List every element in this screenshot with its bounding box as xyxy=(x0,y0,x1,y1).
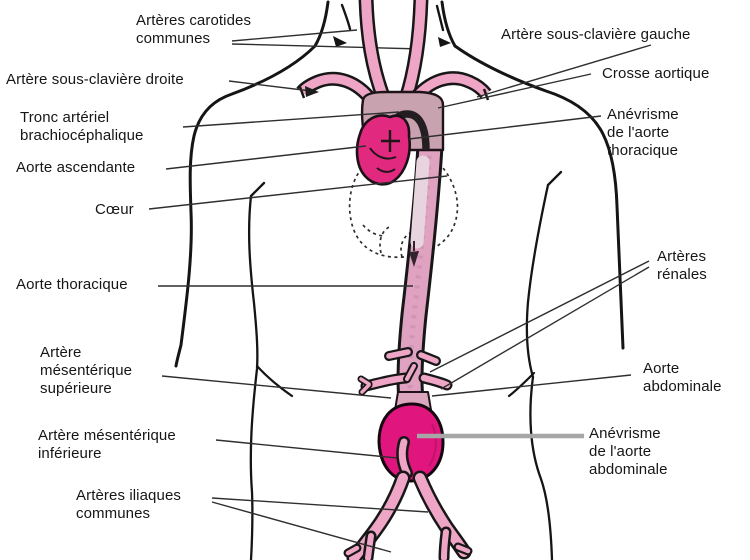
label-artere-mesenterique-superieure: Artère mésentérique supérieure xyxy=(40,344,133,397)
leader-anevrisme-thoracique xyxy=(408,115,602,140)
neck-right-muscle-line xyxy=(435,4,445,32)
leader-renales-2 xyxy=(440,266,650,390)
heart-thoracic-aneurysm xyxy=(355,114,411,186)
leader-mesenterique-inferieure xyxy=(215,439,398,459)
leader-sous-claviere-droite xyxy=(228,80,312,92)
leader-arrowhead xyxy=(305,86,319,97)
label-aorte-ascendante: Aorte ascendante xyxy=(16,159,136,176)
label-aorte-thoracique: Aorte thoracique xyxy=(16,276,128,293)
label-crosse-aortique: Crosse aortique xyxy=(602,65,710,82)
leader-iliaques-2 xyxy=(211,501,392,553)
torso-left-line xyxy=(247,194,259,560)
iliac-arteries xyxy=(343,470,473,560)
clavicle-left-mark xyxy=(333,36,347,47)
body-outline xyxy=(174,0,625,560)
label-tronc-arteriel-brachiocephalique: Tronc artériel brachiocéphalique xyxy=(20,109,144,144)
leader-carotides-1 xyxy=(231,29,358,42)
label-arteres-iliaques-communes: Artères iliaques communes xyxy=(76,487,181,522)
leader-aorte-abdominale xyxy=(431,374,632,397)
leader-aorte-ascendante xyxy=(165,145,367,170)
label-aorte-abdominale: Aorte abdominale xyxy=(643,360,722,395)
leader-coeur xyxy=(148,175,448,210)
carotid-arteries xyxy=(358,0,429,102)
neck-left-muscle-line xyxy=(340,3,352,31)
leader-crosse-aortique xyxy=(437,73,592,109)
inferior-mesenteric-artery xyxy=(396,436,413,479)
abdominal-aneurysm xyxy=(377,402,445,483)
label-arteres-renales: Artères rénales xyxy=(657,248,707,283)
leader-renales-1 xyxy=(429,260,650,373)
label-coeur: Cœur xyxy=(95,201,134,218)
hip-crease-right-line xyxy=(507,371,536,398)
shoulder-arm-right-line xyxy=(453,44,625,350)
shoulder-arm-left-line xyxy=(174,44,317,368)
neck-right-line xyxy=(440,0,457,48)
armpit-left-flick xyxy=(249,181,266,198)
leader-tronc xyxy=(182,111,400,128)
hip-crease-left-line xyxy=(255,364,294,398)
label-artere-sous-claviere-droite: Artère sous-clavière droite xyxy=(6,71,184,88)
neck-left-line xyxy=(313,0,330,48)
leader-lines xyxy=(148,44,652,553)
label-anevrisme-aorte-abdominale: Anévrisme de l'aorte abdominale xyxy=(589,425,668,478)
clavicle-right-mark xyxy=(438,37,451,47)
leader-sous-claviere-gauche xyxy=(476,44,652,98)
aorta-flow-arrow xyxy=(409,251,419,267)
armpit-right-flick xyxy=(546,170,563,187)
label-artere-sous-claviere-gauche: Artère sous-clavière gauche xyxy=(501,26,691,43)
heart-cross-mark xyxy=(381,130,400,152)
leader-carotides-2 xyxy=(231,43,422,50)
leader-lines-under xyxy=(231,29,422,50)
leader-iliaques-1 xyxy=(211,497,429,513)
label-anevrisme-aorte-thoracique: Anévrisme de l'aorte thoracique xyxy=(607,106,679,159)
arteries xyxy=(296,0,492,560)
label-arteres-carotides-communes: Artères carotides communes xyxy=(136,12,252,47)
torso-right-line xyxy=(525,183,554,560)
label-artere-mesenterique-inferieure: Artère mésentérique inférieure xyxy=(38,427,176,462)
leader-mesenterique-superieure xyxy=(161,375,392,399)
renal-and-visceral-branches xyxy=(357,347,453,396)
aorta-light-graft-strip xyxy=(410,155,430,249)
